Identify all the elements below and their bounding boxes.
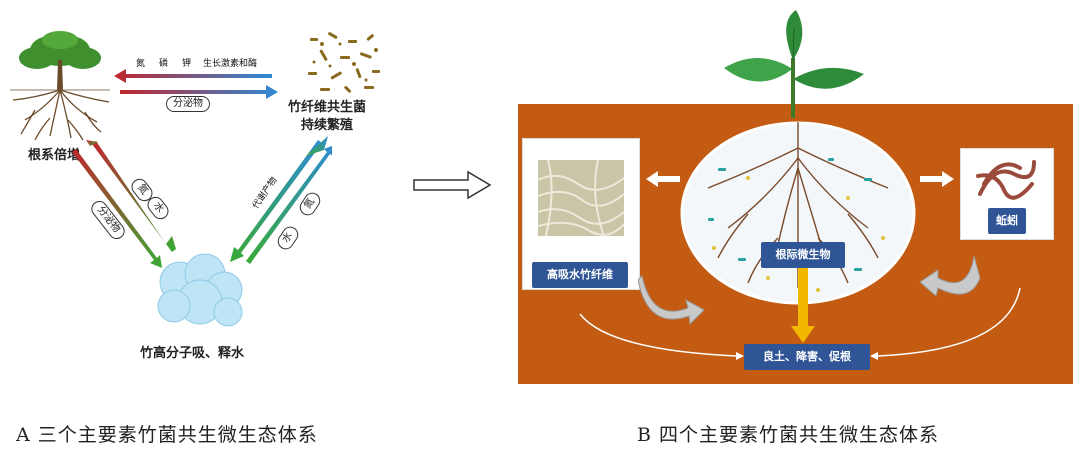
- rhizosphere-circle: [680, 121, 916, 305]
- earthworm-label-box: 蚯蚓: [988, 208, 1026, 234]
- caption-b: B 四个主要素竹菌共生微生态体系: [637, 424, 940, 446]
- hollow-right-arrow-icon: [413, 170, 492, 200]
- top-arrows: [114, 69, 278, 99]
- top-label-hormone: 生长激素和酶: [203, 59, 258, 69]
- flow-lines-to-outcome: [579, 288, 1021, 360]
- water-blob-icon: [157, 253, 243, 327]
- right-diagonal-arrows: [230, 136, 332, 264]
- top-label-p: 磷: [159, 59, 169, 69]
- curved-arrow-left: [638, 274, 705, 326]
- left-diagonal-arrows: [72, 140, 176, 268]
- outcome-label-box: 良土、降害、促根: [744, 344, 870, 370]
- panel-a: 根系倍增 竹纤维共生菌 持续繁殖 氮 磷 钾 生长激素和酶: [0, 0, 400, 400]
- tree-icon: [10, 31, 110, 141]
- top-label-k: 钾: [182, 59, 192, 69]
- arrow-circle-to-earthworm: [920, 171, 954, 187]
- secretion-pill: 分泌物: [166, 96, 210, 112]
- caption-a: A 三个主要素竹菌共生微生态体系: [16, 424, 318, 446]
- panel-b: 根际微生物 高吸水竹纤维 蚯蚓: [518, 0, 1073, 400]
- microbe-label-box: 根际微生物: [761, 242, 845, 268]
- curved-arrow-right: [919, 255, 981, 297]
- bottom-label: 竹高分子吸、释水: [140, 346, 245, 361]
- bamboo-fungus-label-line2: 持续繁殖: [301, 118, 354, 133]
- arrow-circle-to-fiber: [646, 171, 680, 187]
- bamboo-fungus-label-line1: 竹纤维共生菌: [288, 100, 367, 115]
- root-label: 根系倍增: [28, 148, 81, 163]
- fiber-label-box: 高吸水竹纤维: [532, 262, 628, 288]
- yellow-down-arrow: [791, 268, 815, 343]
- top-label-n: 氮: [136, 59, 146, 69]
- plant-sprout-icon: [724, 10, 864, 118]
- fungus-particles-icon: [308, 32, 380, 93]
- bamboo-fiber-icon: [538, 160, 624, 236]
- earthworm-icon: [976, 160, 1036, 200]
